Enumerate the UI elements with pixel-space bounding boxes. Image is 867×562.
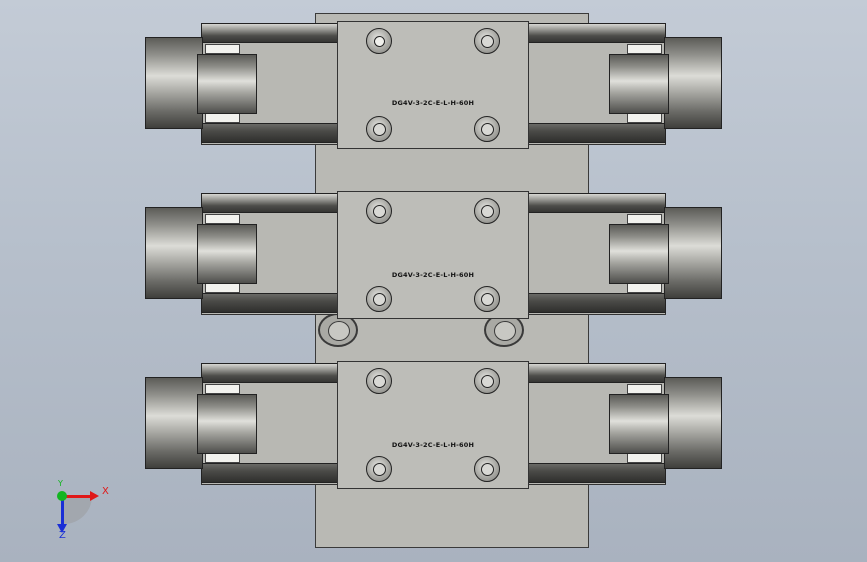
mounting-screw-icon <box>474 116 500 142</box>
mounting-screw-icon <box>366 116 392 142</box>
upper-tube-left <box>201 193 339 213</box>
upper-tube-left <box>201 23 339 43</box>
solenoid-coil-right <box>664 377 722 469</box>
model-label: DG4V-3-2C-E-L-H-60H <box>391 99 475 107</box>
sight-window <box>205 113 240 123</box>
solenoid-coil-left <box>145 207 203 299</box>
upper-tube-left <box>201 363 339 383</box>
mounting-screw-icon <box>366 198 392 224</box>
valve-body: DG4V-3-2C-E-L-H-60H <box>337 21 529 149</box>
sight-window <box>627 113 662 123</box>
solenoid-coil-left <box>145 377 203 469</box>
lower-tube-right <box>528 123 666 143</box>
coil-plug-right <box>609 54 669 114</box>
sight-window <box>205 384 240 394</box>
mounting-screw-icon <box>366 456 392 482</box>
sight-window <box>627 44 662 54</box>
sight-window <box>205 283 240 293</box>
mounting-screw-icon <box>474 368 500 394</box>
y-axis-origin-icon <box>57 491 67 501</box>
mounting-screw-icon <box>366 368 392 394</box>
coil-plug-left <box>197 394 257 454</box>
x-axis-label: X <box>102 486 109 497</box>
model-label: DG4V-3-2C-E-L-H-60H <box>391 441 475 449</box>
coil-plug-left <box>197 224 257 284</box>
model-label: DG4V-3-2C-E-L-H-60H <box>391 271 475 279</box>
upper-tube-right <box>528 23 666 43</box>
valve-body: DG4V-3-2C-E-L-H-60H <box>337 191 529 319</box>
solenoid-coil-left <box>145 37 203 129</box>
coil-plug-left <box>197 54 257 114</box>
mounting-screw-icon <box>366 28 392 54</box>
upper-tube-right <box>528 363 666 383</box>
mounting-screw-icon <box>474 456 500 482</box>
coordinate-triad: X Y Z <box>48 479 118 544</box>
x-axis-arrow-icon <box>64 495 92 498</box>
sight-window <box>205 453 240 463</box>
z-axis-arrow-icon <box>61 498 64 526</box>
lower-tube-left <box>201 123 339 143</box>
x-axis-arrowhead-icon <box>90 491 99 501</box>
valve-body: DG4V-3-2C-E-L-H-60H <box>337 361 529 489</box>
sight-window <box>205 44 240 54</box>
sight-window <box>627 283 662 293</box>
valve-assembly-2[interactable]: DG4V-3-2C-E-L-H-60H <box>145 191 722 319</box>
y-axis-label: Y <box>58 479 63 488</box>
sight-window <box>627 453 662 463</box>
valve-assembly-1[interactable]: DG4V-3-2C-E-L-H-60H <box>145 21 722 149</box>
z-axis-label: Z <box>59 530 66 541</box>
mounting-screw-icon <box>366 286 392 312</box>
triad-arc <box>64 496 92 524</box>
lower-tube-right <box>528 463 666 483</box>
lower-tube-left <box>201 463 339 483</box>
upper-tube-right <box>528 193 666 213</box>
sight-window <box>205 214 240 224</box>
mounting-screw-icon <box>474 286 500 312</box>
lower-tube-right <box>528 293 666 313</box>
z-axis-arrowhead-icon <box>57 524 67 533</box>
solenoid-coil-right <box>664 37 722 129</box>
coil-plug-right <box>609 224 669 284</box>
valve-assembly-3[interactable]: DG4V-3-2C-E-L-H-60H <box>145 361 722 489</box>
solenoid-coil-right <box>664 207 722 299</box>
sight-window <box>627 384 662 394</box>
mounting-screw-icon <box>474 198 500 224</box>
coil-plug-right <box>609 394 669 454</box>
sight-window <box>627 214 662 224</box>
lower-tube-left <box>201 293 339 313</box>
mounting-screw-icon <box>474 28 500 54</box>
